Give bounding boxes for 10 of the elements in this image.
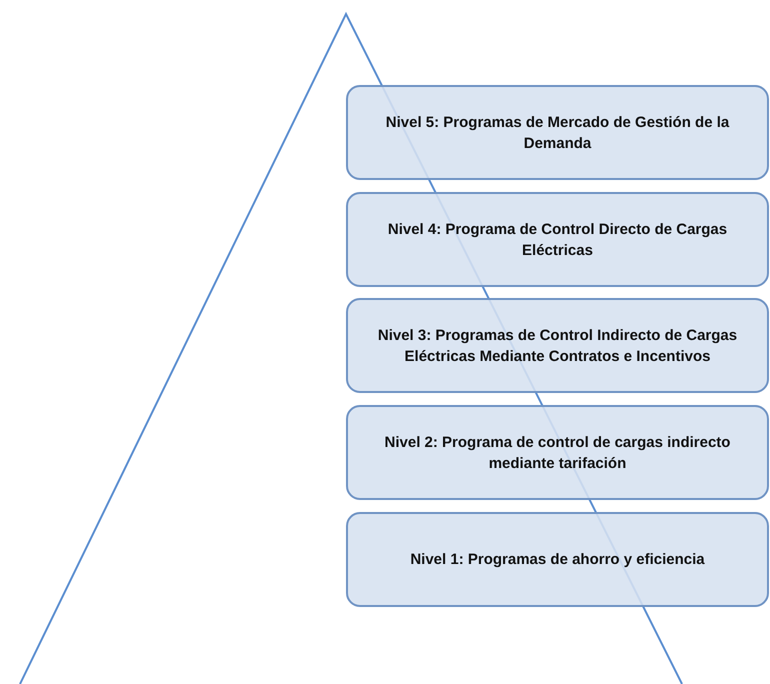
level-box	[346, 405, 769, 500]
level-box	[346, 192, 769, 287]
level-box	[346, 85, 769, 180]
level-label: Nivel 4: Programa de Control Directo de Cargas Eléctricas	[386, 220, 728, 260]
level-label: Nivel 3: Programas de Control Indirecto de Cargas Eléctricas Mediante Contratos e Incentivos	[376, 326, 738, 366]
level-label: Nivel 5: Programas de Mercado de Gestión de la Demanda	[384, 112, 730, 154]
level-box	[346, 298, 769, 393]
level-box	[346, 512, 769, 607]
level-label: Nivel 2: Programa de control de cargas indirecto mediante tarifación	[384, 432, 732, 474]
level-label: Nivel 1: Programas de ahorro y eficiencia	[410, 550, 705, 570]
